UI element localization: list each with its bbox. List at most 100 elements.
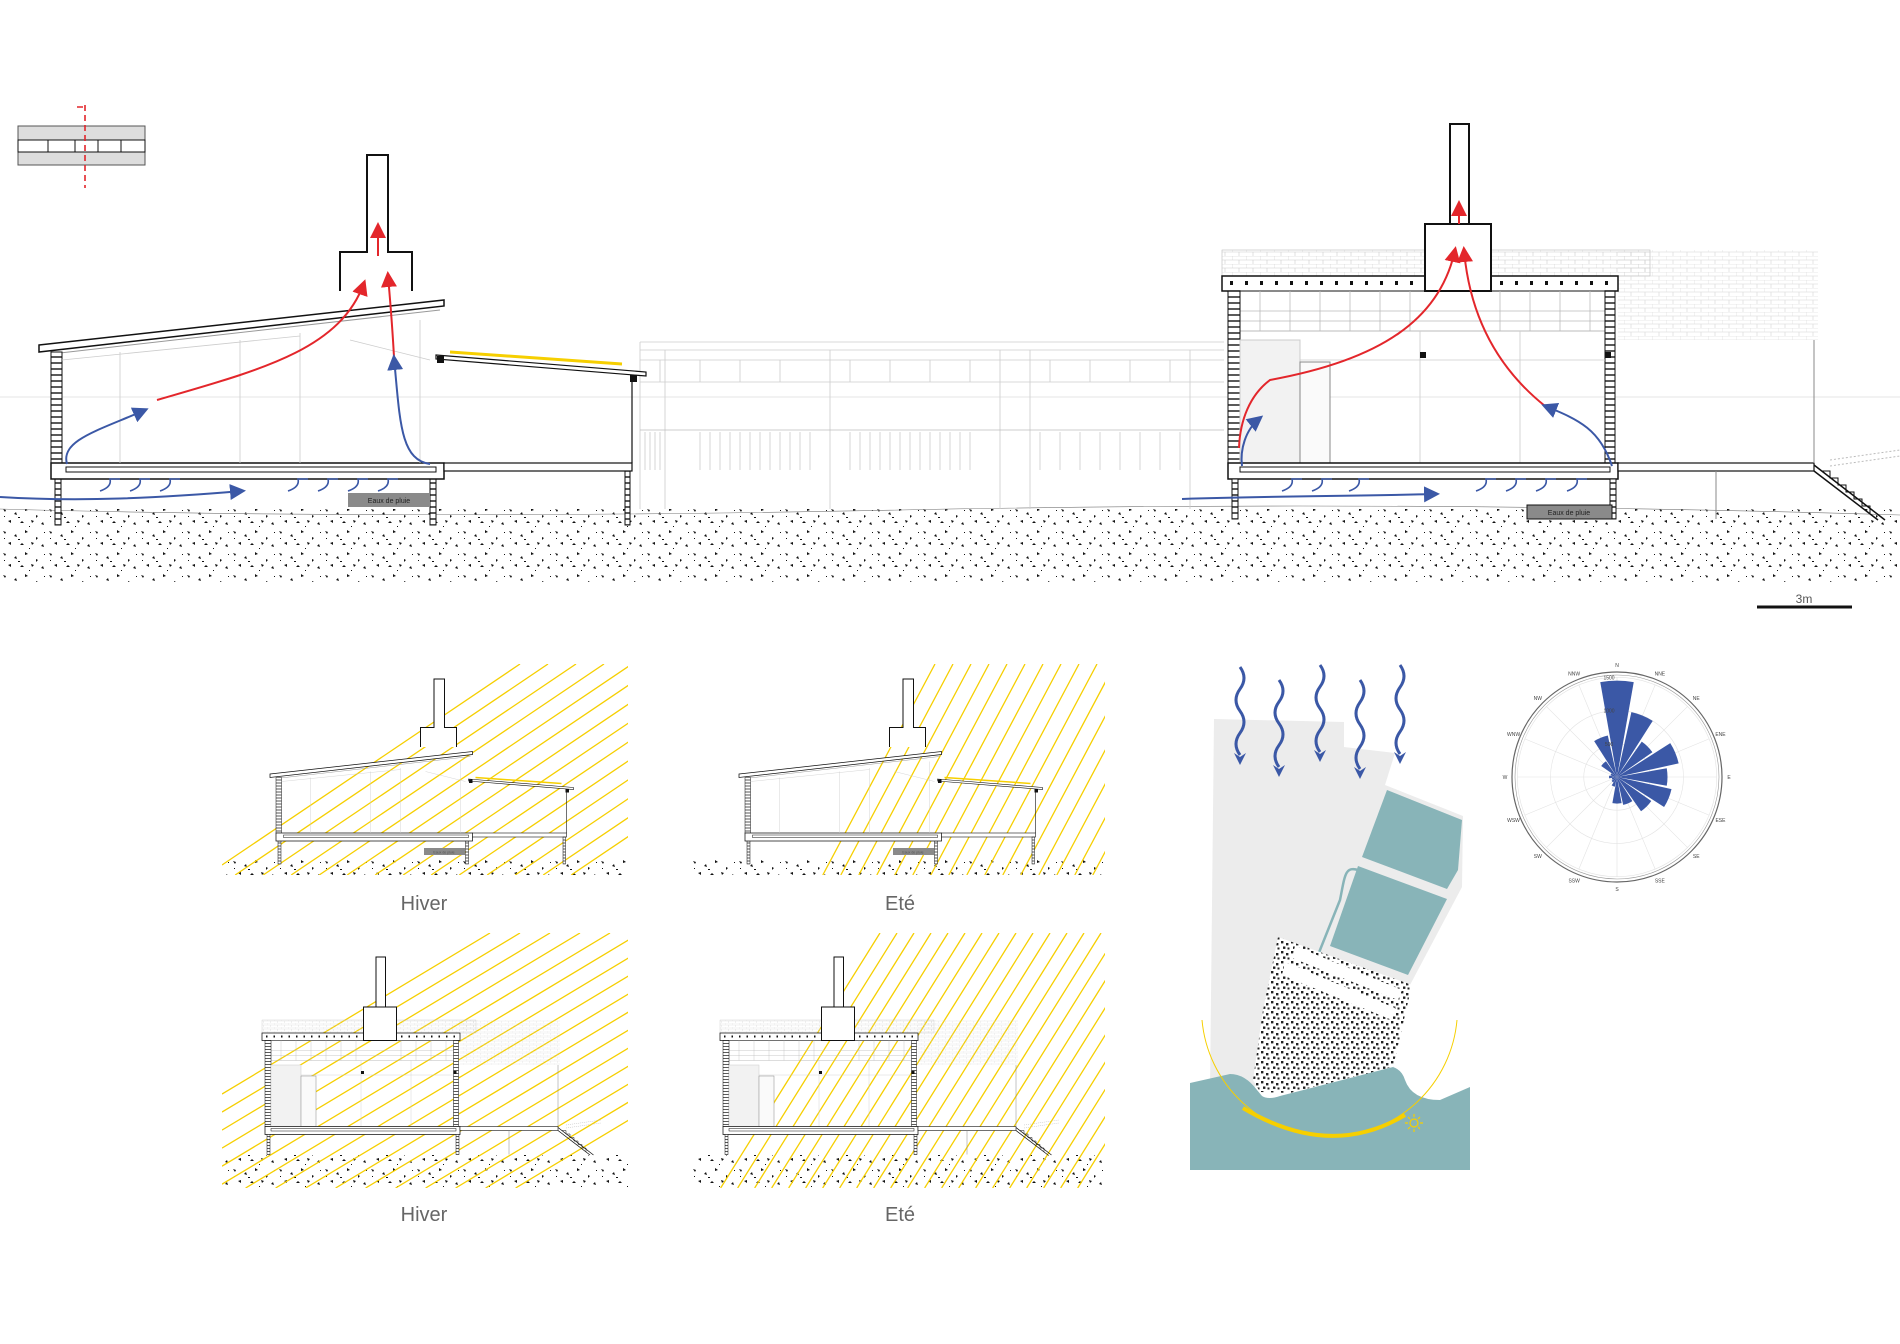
panel-winter-section-b: Hiver [222, 933, 628, 1226]
rose-bar-wsw [1611, 777, 1617, 780]
ground-hatch [0, 509, 1900, 582]
wind-arrow-icon [1273, 679, 1285, 777]
warm-air-arrow [156, 279, 368, 401]
season-label: Eté [885, 893, 915, 915]
sun-ray [485, 1101, 628, 1188]
sun-ray [514, 798, 628, 875]
rose-bar-ne [1617, 741, 1653, 777]
sun-ray [1020, 715, 1105, 875]
sun-ray [486, 779, 628, 875]
wind-arrow-icon [1394, 664, 1406, 764]
sun-ray [992, 1006, 1105, 1188]
rose-spoke [1578, 776, 1618, 870]
sun-ray [402, 722, 628, 875]
cold-air-flow-arrows [0, 354, 1613, 503]
sun-ray [1038, 749, 1105, 875]
rose-bar-e [1617, 768, 1668, 786]
rose-direction-label: NW [1534, 696, 1543, 702]
section-building-b [719, 956, 1060, 1156]
sun-ray [984, 664, 1098, 875]
sun-ray [948, 664, 1062, 875]
sun-ray [1009, 1034, 1105, 1188]
wind-arrow-icon [1314, 664, 1326, 762]
rose-outer-ring [1511, 671, 1723, 883]
warm-air-arrow [380, 271, 397, 358]
ground-hatch [222, 860, 628, 875]
rose-bar-s [1612, 777, 1622, 804]
sun-ray [858, 664, 972, 875]
sun-ray [1077, 1143, 1105, 1188]
panel-summer-section-b: Eté [691, 933, 1105, 1226]
season-label: Hiver [401, 893, 448, 915]
rose-spoke [1524, 738, 1618, 778]
rose-bar-sse [1617, 777, 1633, 805]
section-building-a [738, 678, 1044, 865]
sun-ray [365, 1029, 628, 1188]
sun-ray [395, 1047, 628, 1188]
main-section-drawing: Eaux de pluie Eaux de pluie [0, 122, 1900, 609]
sun-ray [966, 664, 1080, 875]
rose-spoke [1524, 776, 1618, 816]
cold-air-arrow [65, 407, 149, 465]
ground-hatch [691, 1155, 1105, 1188]
warm-air-arrow [1457, 246, 1546, 407]
sun-ray [374, 703, 628, 875]
sun-ray [1111, 664, 1223, 875]
rose-tick-label: 1000 [1603, 709, 1614, 715]
site-microclimate-diagram [1190, 664, 1470, 1170]
ground-water [1190, 1067, 1470, 1170]
season-label: Hiver [401, 1204, 448, 1226]
rainwater-label: Eaux de pluie [368, 498, 411, 505]
rose-direction-label: SSW [1568, 878, 1580, 884]
wind-arrow-icon [1234, 666, 1246, 765]
sun-ray [318, 665, 628, 875]
rose-direction-label: N [1615, 663, 1619, 669]
sun-ray [1092, 850, 1105, 875]
rose-bar-nnw [1594, 735, 1617, 777]
wind-arrow-icon [1354, 679, 1366, 779]
rose-spoke [1546, 776, 1618, 848]
sun-ray [1060, 1115, 1105, 1188]
underfloor-air-swirls [99, 478, 1587, 492]
sun-ray [1056, 782, 1105, 875]
sun-ray [1026, 1061, 1105, 1188]
wind-rose-chart: 50010001500NNNENEENEEESESESSESSSWSWWSWWW… [1503, 663, 1732, 893]
panel-winter-section-a: Eaux de pluie Hiver [222, 664, 628, 915]
sun-ray [876, 664, 990, 875]
sun-ray [975, 979, 1105, 1188]
sun-path-winter [1241, 1106, 1407, 1138]
section-building-a [37, 153, 648, 527]
rose-direction-label: WSW [1507, 818, 1520, 824]
rose-bar-ssw [1611, 777, 1617, 787]
rose-bar-se [1617, 777, 1652, 812]
warm-air-arrow [1238, 246, 1461, 449]
rose-direction-label: ENE [1715, 732, 1726, 738]
background-building [639, 341, 1224, 509]
building-corridor [1292, 946, 1402, 1000]
rose-direction-label: SE [1693, 854, 1700, 860]
rose-bar-nw [1601, 761, 1617, 777]
rainwater-tank-left: Eaux de pluie [348, 493, 430, 507]
rainwater-label: Eaux de pluie [433, 851, 454, 855]
section-building-b [1220, 122, 1900, 522]
cold-air-arrow [0, 484, 246, 501]
water-basin [1330, 866, 1447, 975]
water-basin [1362, 790, 1462, 889]
cold-air-arrow [1181, 486, 1440, 503]
rose-bar-ese [1617, 777, 1672, 807]
rose-bar-nne [1617, 712, 1653, 777]
warm-air-flow-arrows [156, 200, 1546, 449]
rose-tick-label: 500 [1605, 742, 1614, 748]
rose-direction-label: W [1503, 775, 1508, 781]
sun-ray [542, 817, 628, 875]
rose-direction-label: ESE [1715, 818, 1726, 824]
rose-bar-w [1609, 775, 1617, 779]
sun-ray [430, 741, 628, 875]
section-cut-marker-icon [77, 105, 86, 188]
cold-air-arrow [1240, 415, 1264, 467]
sun-ray [425, 1065, 628, 1188]
scale-bar: 3m [1757, 592, 1852, 609]
sun-ray [941, 933, 1102, 1188]
rainwater-label: Eaux de pluie [902, 851, 923, 855]
